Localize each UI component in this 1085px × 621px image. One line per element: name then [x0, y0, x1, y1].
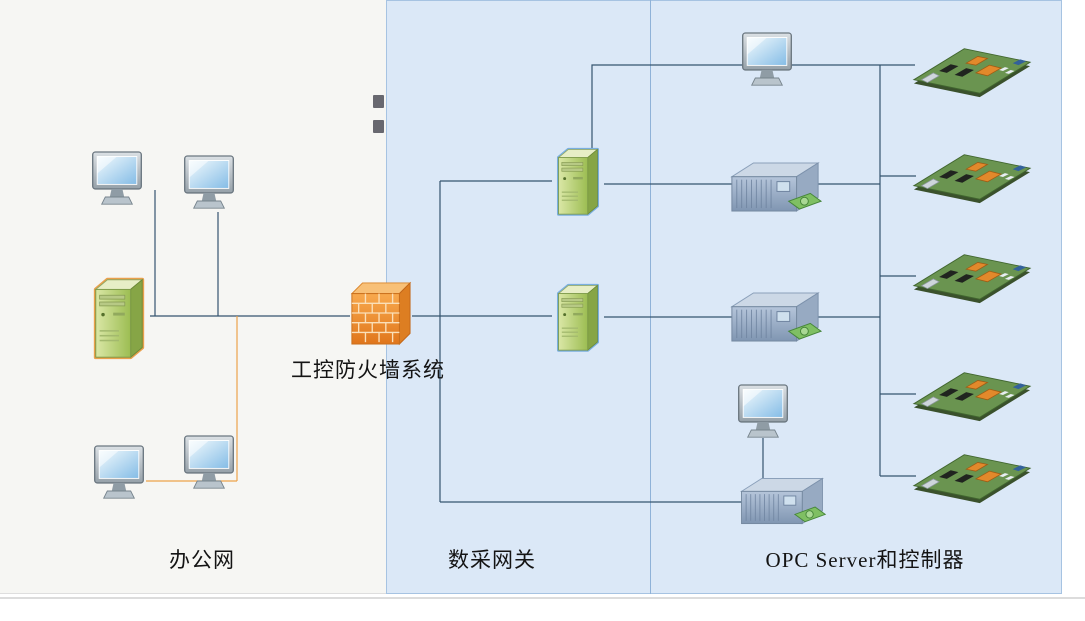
monitor-icon	[90, 150, 144, 208]
controller-board-icon	[912, 246, 1032, 306]
monitor-icon	[182, 434, 236, 492]
office-network-region	[0, 0, 386, 594]
opc-section-label: OPC Server和控制器	[765, 548, 965, 572]
gateway-server-icon	[552, 143, 604, 219]
rack-server-icon	[726, 156, 824, 219]
rack-server-icon	[726, 286, 824, 349]
rack-server-icon	[736, 472, 828, 531]
monitor-icon	[92, 444, 146, 502]
gateway-opc-divider-line	[650, 0, 651, 594]
controller-board-icon	[912, 146, 1032, 206]
controller-board-icon	[912, 364, 1032, 424]
gateway-section-label: 数采网关	[448, 548, 536, 572]
monitor-icon	[736, 383, 790, 441]
office-tower-server-icon	[88, 272, 150, 363]
monitor-icon	[182, 154, 236, 212]
office-wires	[146, 190, 350, 482]
clipped-glyph	[373, 95, 384, 108]
office-section-label: 办公网	[169, 548, 235, 572]
firewall-icon	[348, 278, 412, 348]
gateway-wires	[412, 64, 915, 503]
clipped-label-glyphs	[373, 95, 385, 145]
controller-board-icon	[912, 40, 1032, 100]
bottom-border-line	[0, 597, 1085, 599]
monitor-icon	[740, 31, 794, 89]
controller-board-icon	[912, 446, 1032, 506]
clipped-glyph	[373, 120, 384, 133]
gateway-server-icon	[552, 279, 604, 355]
firewall-label: 工控防火墙系统	[291, 358, 445, 382]
controller-trunk-wires	[879, 65, 916, 477]
